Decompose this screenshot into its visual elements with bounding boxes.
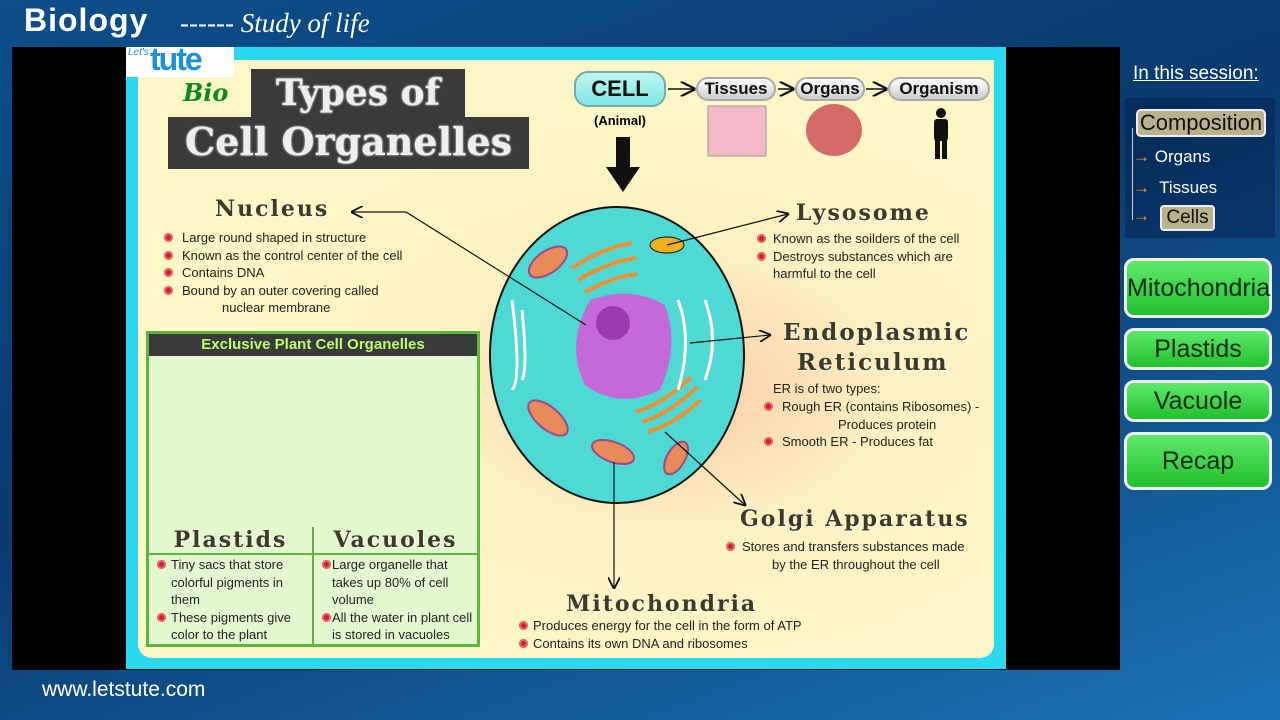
golgi-shapes (570, 241, 702, 434)
organism-pill: Organism (888, 77, 990, 101)
logo-tute: tute (150, 41, 203, 77)
vacuoles-point: All the water in plant cell is stored in… (318, 609, 473, 644)
cell-pill: CELL (574, 71, 666, 107)
plant-columns: Tiny sacs that store colorful pigments i… (149, 554, 477, 644)
logo-lets: Let's (128, 47, 149, 58)
pointer-lines (352, 212, 788, 588)
down-arrow-icon (606, 137, 640, 192)
lysosome-heading: Lysosome (796, 200, 931, 226)
er-point: Rough ER (contains Ribosomes) - (760, 398, 979, 416)
mitochondria-heading: Mitochondria (566, 591, 758, 617)
nucleus-shape (576, 293, 672, 399)
arrow-right-icon: → (1133, 178, 1150, 197)
er-intro: ER is of two types: (773, 381, 881, 396)
nucleus-point: Large round shaped in structure (160, 229, 402, 247)
session-item-composition[interactable]: Composition (1136, 109, 1266, 137)
organs-label: Organs (1154, 147, 1211, 166)
er-heading-2: Reticulum (797, 349, 949, 376)
golgi-heading: Golgi Apparatus (740, 506, 970, 532)
er-point: Smooth ER - Produces fat (760, 433, 979, 451)
outline-line (1132, 128, 1133, 220)
er-shapes (510, 299, 714, 392)
plant-box-heading: Exclusive Plant Cell Organelles (149, 334, 477, 356)
slide-title-line1: Types of (251, 69, 465, 117)
session-item-tissues[interactable]: → Tissues (1133, 178, 1217, 198)
human-silhouette-icon (934, 108, 948, 159)
session-title: In this session: (1133, 63, 1259, 84)
golgi-continuation: by the ER throughout the cell (772, 556, 940, 572)
nucleus-continuation: nuclear membrane (222, 300, 331, 315)
plastids-point: These pigments give color to the plant (153, 609, 308, 644)
golgi-points: Stores and transfers substances made by … (722, 538, 965, 573)
lysosome-point: Destroys substances which are (753, 248, 959, 266)
tissue-image (707, 105, 767, 157)
recap-button[interactable]: Recap (1124, 432, 1272, 490)
slide-title-line2: Cell Organelles (168, 117, 529, 169)
plastids-heading: Plastids (173, 527, 288, 553)
nucleus-points: Large round shaped in structure Known as… (160, 229, 402, 317)
tissues-label: Tissues (1159, 178, 1218, 197)
mitochondria-point: Produces energy for the cell in the form… (515, 617, 802, 635)
mitochondria-points: Produces energy for the cell in the form… (515, 617, 802, 652)
nucleus-heading: Nucleus (215, 196, 330, 222)
golgi-point: Stores and transfers substances made (722, 538, 965, 556)
course-title: Biology (24, 2, 149, 38)
session-item-organs[interactable]: → Organs (1133, 147, 1210, 167)
mitochondria-point: Contains its own DNA and ribosomes (515, 635, 802, 653)
er-heading-1: Endoplasmic (783, 319, 971, 346)
course-subtitle: ------ Study of life (180, 8, 370, 38)
plant-organelles-box: Exclusive Plant Cell Organelles Plastids… (146, 331, 480, 647)
lysosome-point: Known as the soilders of the cell (753, 230, 959, 248)
er-continuation: Produces protein (838, 416, 937, 432)
vacuoles-heading: Vacuoles (312, 527, 477, 553)
arrow-right-icon: → (1133, 147, 1150, 166)
tissues-pill: Tissues (696, 77, 776, 101)
er-points: Rough ER (contains Ribosomes) - Produces… (760, 398, 979, 451)
lysosome-continuation: harmful to the cell (773, 266, 876, 281)
nucleus-point: Known as the control center of the cell (160, 247, 402, 265)
plastids-point: Tiny sacs that store colorful pigments i… (153, 556, 308, 609)
vacuole-button[interactable]: Vacuole (1124, 380, 1272, 422)
nucleolus (596, 306, 630, 340)
website-url: www.letstute.com (42, 678, 206, 701)
organs-image (806, 104, 862, 156)
vacuoles-point: Large organelle that takes up 80% of cel… (318, 556, 473, 609)
mitochondria-button[interactable]: Mitochondria (1124, 258, 1272, 318)
mitochondria-shapes (527, 245, 689, 476)
arrow-right-icon: → (1133, 206, 1150, 225)
lysosome-points: Known as the soilders of the cell Destro… (753, 230, 959, 283)
organs-pill: Organs (795, 77, 865, 101)
plastids-button[interactable]: Plastids (1124, 328, 1272, 370)
cell-note: (Animal) (594, 113, 646, 128)
nucleus-point: Contains DNA (160, 264, 402, 282)
session-item-cells[interactable]: Cells (1160, 205, 1215, 231)
plant-column-headings: Plastids Vacuoles (149, 527, 477, 555)
nucleus-point: Bound by an outer covering called (160, 282, 402, 300)
bio-label: Bio (183, 78, 229, 107)
